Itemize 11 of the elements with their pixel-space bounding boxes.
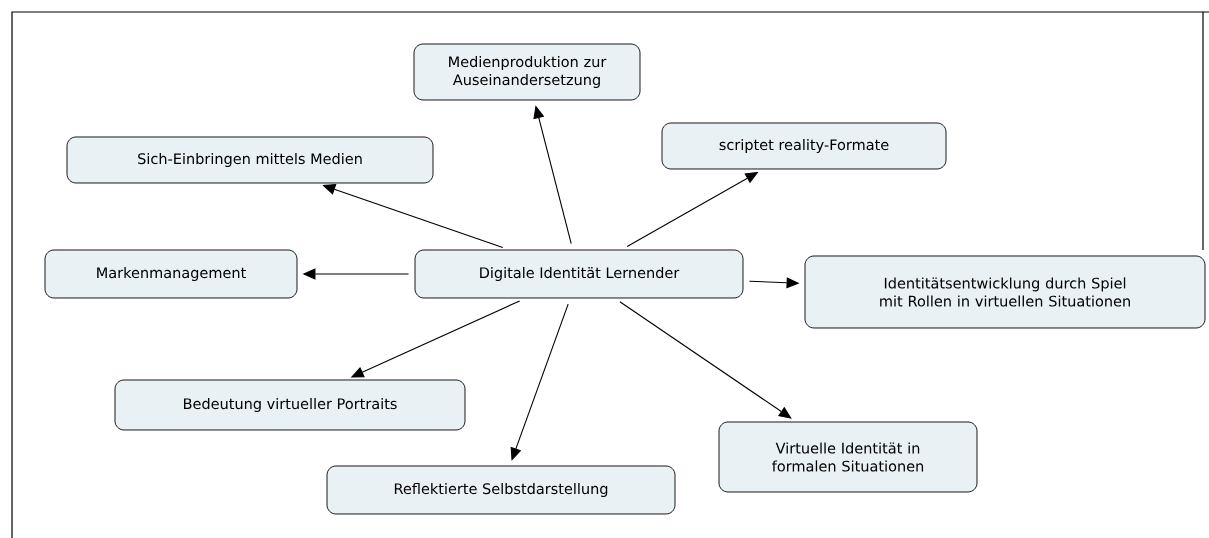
concept-box: scriptet reality-Formate	[661, 122, 947, 170]
arrow	[619, 301, 792, 419]
concept-box: Markenmanagement	[44, 249, 298, 299]
arrow	[510, 303, 569, 461]
concept-box: Virtuelle Identität in formalen Situationen	[718, 421, 978, 493]
concept-box: Reflektierte Selbstdarstellung	[326, 465, 676, 515]
concept-box: Sich-Einbringen mittels Medien	[66, 136, 434, 184]
concept-box: Medienproduktion zur Auseinandersetzung	[413, 43, 641, 101]
concept-box: Identitätsentwicklung durch Spiel mit Rollen in virtuellen Situationen	[804, 255, 1206, 329]
concept-box: Digitale Identität Lernender	[414, 249, 744, 299]
concept-box: Bedeutung virtueller Portraits	[114, 379, 466, 431]
